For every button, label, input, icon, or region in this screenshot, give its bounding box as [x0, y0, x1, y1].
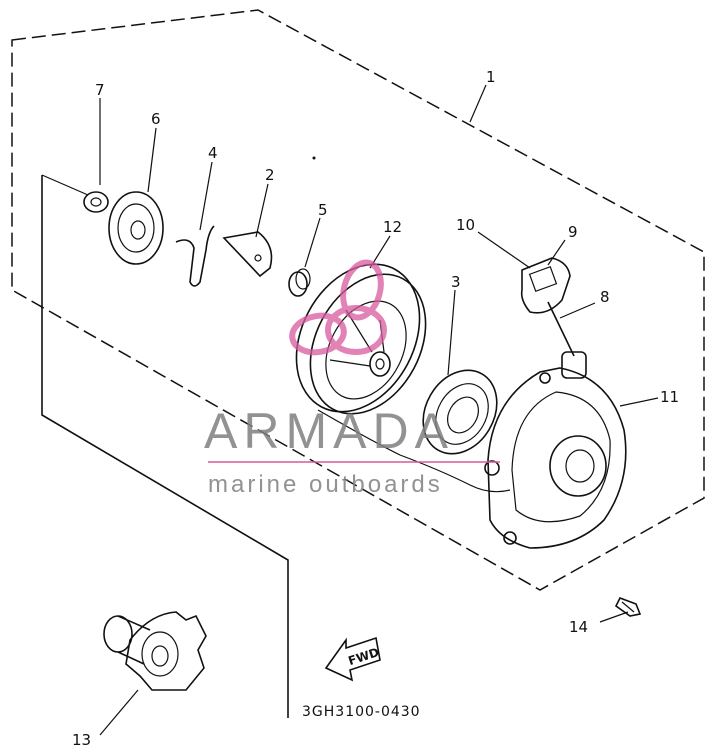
part-callouts: 1 7 6 4 2 5 12 10 9 3 8 11 14 13: [72, 68, 679, 749]
callout-8: 8: [600, 288, 610, 306]
callout-11: 11: [660, 388, 679, 406]
callout-3: 3: [451, 273, 461, 291]
callout-6: 6: [151, 110, 161, 128]
part-4-spring-clip: [175, 225, 215, 287]
stray-dot: [312, 156, 316, 160]
part-2-pawl: [222, 231, 273, 278]
callout-14: 14: [569, 618, 588, 636]
part-6-drive-plate: [108, 191, 164, 265]
part-5-spring: [288, 268, 311, 297]
callout-10: 10: [456, 216, 475, 234]
callout-12: 12: [383, 218, 402, 236]
part-11-starter-housing: [484, 351, 627, 549]
part-8-rope: [547, 301, 575, 357]
fwd-arrow: [324, 636, 381, 682]
diagram-code: 3GH3100-0430: [302, 704, 421, 720]
lower-boundary: [41, 175, 289, 718]
callout-5: 5: [318, 201, 328, 219]
starter-rope: [317, 409, 511, 493]
callout-1: 1: [486, 68, 496, 86]
watermark-logo-rings: [289, 259, 387, 356]
part-7-nut: [83, 191, 109, 213]
part-13-starter-pulley: [103, 611, 207, 691]
part-3-recoil-spring: [422, 369, 498, 455]
watermark-brand: ARMADA: [204, 403, 454, 459]
callout-2: 2: [265, 166, 275, 184]
leader-lines: [99, 84, 659, 736]
assembly-boundary: [11, 9, 705, 591]
part-9-10-starter-handle: [520, 257, 571, 314]
callout-9: 9: [568, 223, 578, 241]
watermark-tagline: marine outboards: [208, 471, 443, 498]
part-14-bolt: [614, 596, 642, 617]
callout-4: 4: [208, 144, 218, 162]
lower-boundary-top: [41, 174, 89, 196]
callout-7: 7: [95, 81, 105, 99]
callout-13: 13: [72, 731, 91, 749]
